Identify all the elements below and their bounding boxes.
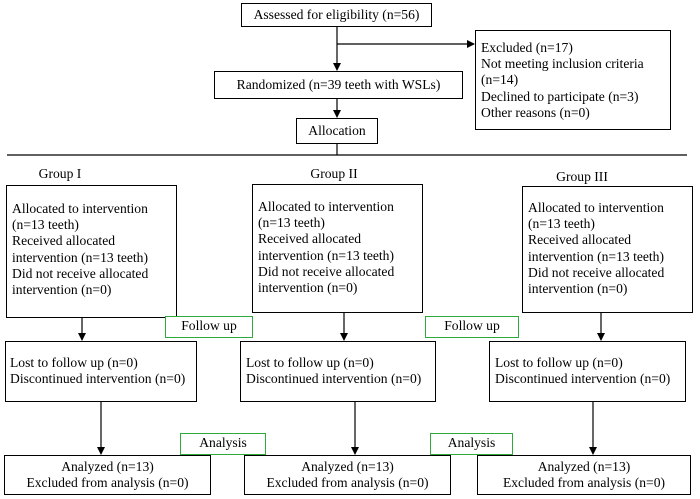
analysis-text-2: Analysis xyxy=(447,435,496,450)
group-2-label: Group II xyxy=(310,166,358,181)
group-2-analyzed-line-1: Analyzed (n=13) xyxy=(301,459,394,474)
excluded-line-5: Other reasons (n=0) xyxy=(481,104,590,120)
analysis-text-1: Analysis xyxy=(199,435,247,450)
group-3-alloc-line-3: Received allocated xyxy=(528,232,632,248)
group-3-alloc-line-4: intervention (n=13 teeth) xyxy=(528,248,665,264)
excluded-line-4: Declined to participate (n=3) xyxy=(481,88,639,104)
follow-up-stage-label-1: Follow up xyxy=(165,316,253,338)
group-3-alloc-line-1: Allocated to intervention xyxy=(528,200,664,215)
group-2-follow-line-1: Lost to follow up (n=0) xyxy=(246,355,374,370)
group-3-analyzed-line-2: Excluded from analysis (n=0) xyxy=(502,475,666,491)
analysis-stage-label-2: Analysis xyxy=(430,433,513,455)
group-3-alloc-line-6: intervention (n=0) xyxy=(528,281,628,297)
group-3-analyzed-box: Analyzed (n=13) Excluded from analysis (… xyxy=(477,455,691,495)
assessed-text: Assessed for eligibility (n=56) xyxy=(253,7,420,22)
assessed-box: Assessed for eligibility (n=56) xyxy=(241,3,432,27)
group-2-alloc-line-2: (n=13 teeth) xyxy=(258,215,325,231)
group-2-alloc-line-3: Received allocated xyxy=(258,231,362,247)
excluded-line-3: (n=14) xyxy=(481,72,519,88)
group-2-follow-line-2: Discontinued intervention (n=0) xyxy=(246,371,422,387)
group-2-alloc-line-5: Did not receive allocated xyxy=(258,263,395,279)
group-1-follow-line-1: Lost to follow up (n=0) xyxy=(10,355,138,370)
excluded-line-2: Not meeting inclusion criteria xyxy=(481,56,644,72)
group-2-analyzed-line-2: Excluded from analysis (n=0) xyxy=(266,475,429,491)
group-1-analyzed-line-1: Analyzed (n=13) xyxy=(61,459,154,474)
group-2-allocation-box: Allocated to intervention (n=13 teeth) R… xyxy=(252,184,423,313)
group-3-label: Group III xyxy=(556,169,608,184)
group-1-allocation-box: Allocated to intervention (n=13 teeth) R… xyxy=(6,185,177,318)
group-1-alloc-line-5: Did not receive allocated xyxy=(12,265,149,281)
allocation-text: Allocation xyxy=(308,123,366,138)
randomized-text: Randomized (n=39 teeth with WSLs) xyxy=(236,77,441,92)
group-3-follow-line-1: Lost to follow up (n=0) xyxy=(495,355,623,370)
group-2-follow-box: Lost to follow up (n=0) Discontinued int… xyxy=(240,341,436,402)
excluded-line-1: Excluded (n=17) xyxy=(481,40,573,55)
group-1-alloc-line-3: Received allocated xyxy=(12,233,116,249)
follow-up-stage-label-2: Follow up xyxy=(425,316,519,338)
group-1-label: Group I xyxy=(38,166,82,181)
group-2-alloc-line-1: Allocated to intervention xyxy=(258,199,394,214)
group-2-alloc-line-6: intervention (n=0) xyxy=(258,280,358,296)
group-1-follow-line-2: Discontinued intervention (n=0) xyxy=(10,371,186,387)
group-1-alloc-line-1: Allocated to intervention xyxy=(12,201,148,216)
group-1-alloc-line-6: intervention (n=0) xyxy=(12,282,112,298)
follow-up-text-2: Follow up xyxy=(444,318,500,333)
follow-up-text-1: Follow up xyxy=(181,318,237,333)
group-2-analyzed-box: Analyzed (n=13) Excluded from analysis (… xyxy=(244,455,451,495)
group-1-analyzed-line-2: Excluded from analysis (n=0) xyxy=(26,475,189,491)
group-3-alloc-line-5: Did not receive allocated xyxy=(528,264,665,280)
group-1-alloc-line-2: (n=13 teeth) xyxy=(12,217,79,233)
group-1-follow-box: Lost to follow up (n=0) Discontinued int… xyxy=(5,341,197,402)
group-3-follow-box: Lost to follow up (n=0) Discontinued int… xyxy=(489,341,686,402)
excluded-box: Excluded (n=17) Not meeting inclusion cr… xyxy=(475,30,671,130)
group-3-follow-line-2: Discontinued intervention (n=0) xyxy=(495,371,671,387)
analysis-stage-label-1: Analysis xyxy=(180,433,266,455)
randomized-box: Randomized (n=39 teeth with WSLs) xyxy=(214,71,463,99)
group-3-analyzed-line-1: Analyzed (n=13) xyxy=(537,459,631,474)
group-1-analyzed-box: Analyzed (n=13) Excluded from analysis (… xyxy=(4,455,211,495)
allocation-box: Allocation xyxy=(296,118,378,144)
group-3-alloc-line-2: (n=13 teeth) xyxy=(528,216,595,232)
group-3-allocation-box: Allocated to intervention (n=13 teeth) R… xyxy=(522,186,693,313)
group-2-alloc-line-4: intervention (n=13 teeth) xyxy=(258,247,395,263)
group-1-alloc-line-4: intervention (n=13 teeth) xyxy=(12,249,149,265)
